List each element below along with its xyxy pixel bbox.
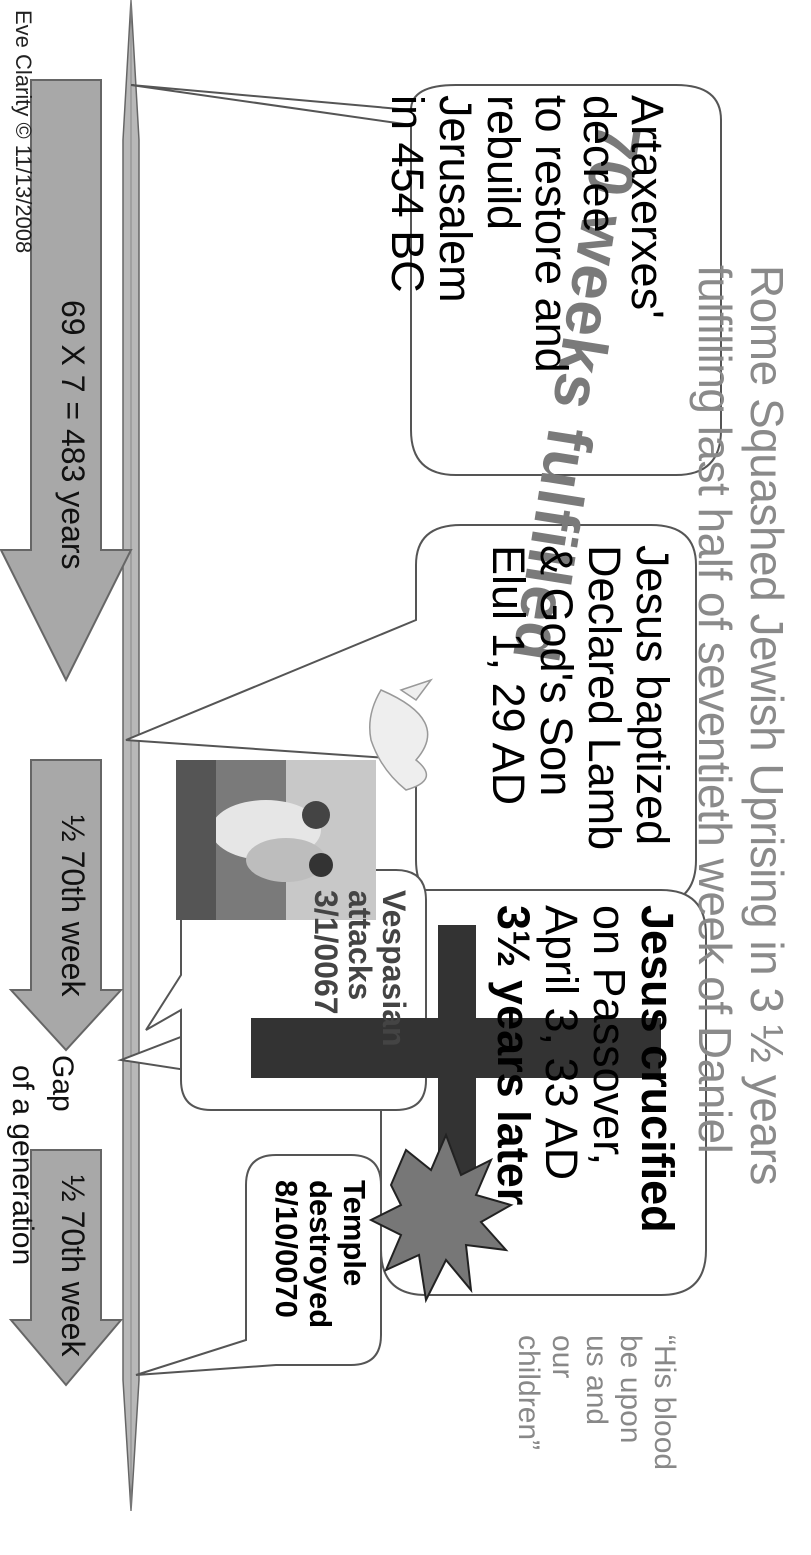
callout-line: 3/1/0067 xyxy=(308,890,344,1015)
quote-line: be upon xyxy=(614,1335,647,1444)
callout-line: Vespasian xyxy=(376,890,412,1047)
callout-line: April 3, 33 AD xyxy=(536,905,587,1181)
baptism-photo xyxy=(176,760,376,920)
gap-label: Gap xyxy=(46,1055,79,1112)
callout-line: attacks xyxy=(342,890,378,1001)
decree-callout: Artaxerxes' decree to restore and rebuil… xyxy=(382,95,673,425)
title-line-2: fulfilling last half of seventieth week … xyxy=(689,265,741,1154)
callout-line: to restore and xyxy=(526,95,577,373)
years-arrow xyxy=(0,79,133,683)
callout-line: 3½ years later xyxy=(488,905,539,1206)
temple-callout-bubble xyxy=(135,1154,382,1376)
quote-line: our xyxy=(546,1335,579,1379)
callout-line: Jesus crucified xyxy=(632,905,683,1233)
copyright-text: Eve Clarity © 11/13/2008 xyxy=(11,10,36,254)
slide-canvas: Rome Squashed Jewish Uprising in 3 ½ yea… xyxy=(0,0,793,1511)
callout-line: Temple xyxy=(337,1180,372,1287)
callout-line: 8/10/0070 xyxy=(269,1180,304,1318)
second-half-week-label: ½ 70th week xyxy=(55,1175,91,1357)
dove-icon xyxy=(369,678,434,791)
vespasian-callout: Vespasian attacks 3/1/0067 xyxy=(308,890,412,1090)
cross-icon xyxy=(251,925,661,1175)
callout-line: Declared Lamb xyxy=(579,545,630,851)
crucifixion-callout: Jesus crucified on Passover, April 3, 33… xyxy=(488,905,683,1265)
callout-line: on Passover, xyxy=(584,905,635,1166)
callout-line: destroyed xyxy=(303,1180,338,1329)
page-title: Rome Squashed Jewish Uprising in 3 ½ yea… xyxy=(689,265,793,1445)
callout-line: Artaxerxes' decree xyxy=(574,95,673,319)
years-arrow-label: 69 X 7 = 483 years xyxy=(55,300,91,570)
callout-line: & God's Son xyxy=(531,545,582,797)
explosion-burst-icon xyxy=(368,1132,514,1304)
first-half-week-label: ½ 70th week xyxy=(55,815,91,997)
decree-callout-bubble xyxy=(130,84,722,476)
callout-line: in 454 BC xyxy=(382,95,433,293)
timeline-arrow xyxy=(122,0,140,1511)
callout-line: Elul 1, 29 AD xyxy=(483,545,534,806)
generation-label: of a generation xyxy=(6,1065,39,1266)
baptism-callout: Jesus baptized Declared Lamb & God's Son… xyxy=(483,545,678,885)
second-half-week-arrow xyxy=(8,1149,124,1387)
title-line-1: Rome Squashed Jewish Uprising in 3 ½ yea… xyxy=(741,265,793,1185)
callout-line: rebuild Jerusalem xyxy=(430,95,529,303)
diagram-graphics xyxy=(0,0,722,1511)
temple-callout: Temple destroyed 8/10/0070 xyxy=(269,1180,372,1350)
quote-line: us and xyxy=(580,1335,613,1426)
first-half-week-arrow xyxy=(8,759,124,1052)
quote-text: “His blood be upon us and our children” xyxy=(511,1335,681,1555)
quote-line: children” xyxy=(512,1335,545,1451)
quote-line: “His blood xyxy=(648,1335,681,1471)
callout-line: Jesus baptized xyxy=(627,545,678,846)
